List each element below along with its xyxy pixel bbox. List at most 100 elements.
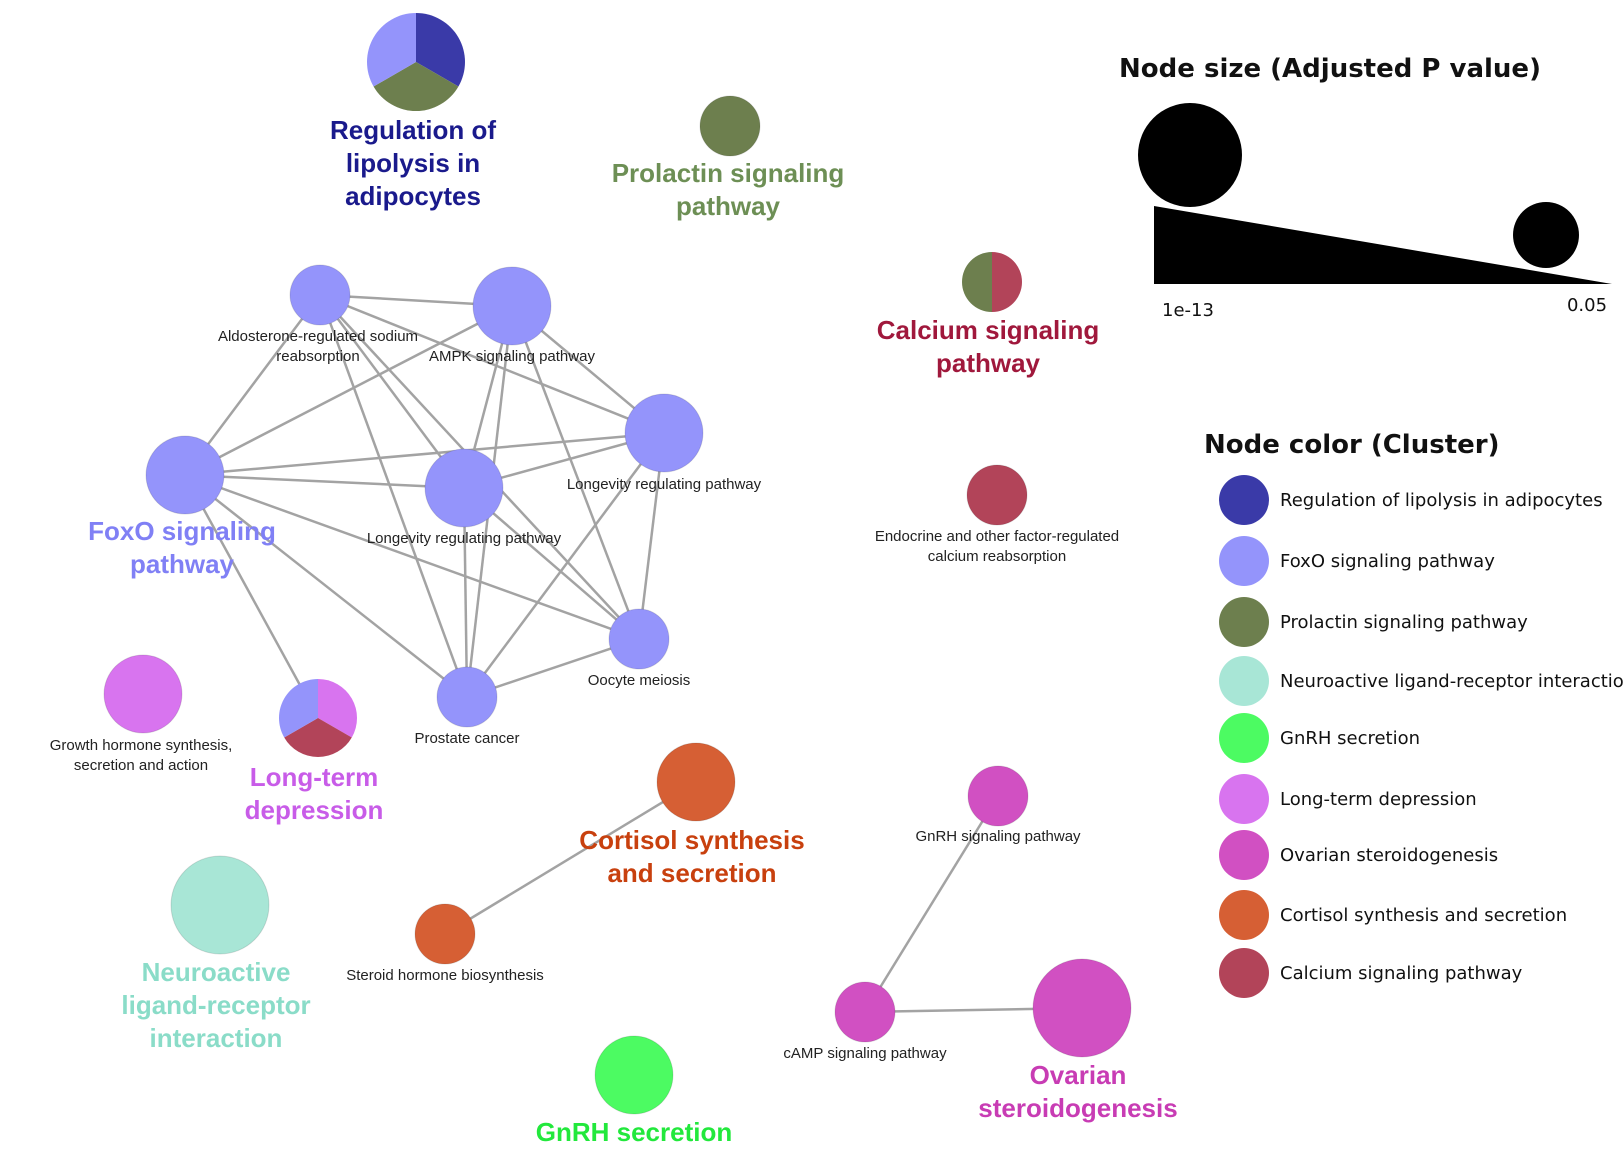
edge-ampk-foxo xyxy=(184,304,513,477)
size-legend-max-label: 0.05 xyxy=(1567,295,1607,316)
node-circle-aldosterone xyxy=(289,264,351,326)
legend-label-5: Long-term depression xyxy=(1280,789,1477,810)
node-circle-ovarian xyxy=(1032,958,1132,1058)
node-longevity_right[interactable] xyxy=(624,393,704,473)
node-slice-ltd-0 xyxy=(318,679,357,738)
node-slice-ltd-2 xyxy=(279,679,318,738)
node-ampk[interactable] xyxy=(472,266,552,346)
edge-aldosterone-longevity_right xyxy=(319,293,665,435)
size-legend: Node size (Adjusted P value) 1e-13 0.05 xyxy=(1119,54,1612,321)
node-label-longevity_center: Longevity regulating pathway xyxy=(367,530,562,547)
legend-swatch-7 xyxy=(1219,890,1269,940)
node-label-prostate: Prostate cancer xyxy=(414,730,519,747)
node-aldosterone[interactable] xyxy=(289,264,351,326)
legend-label-8: Calcium signaling pathway xyxy=(1280,963,1523,984)
legend-label-1: FoxO signaling pathway xyxy=(1280,551,1495,572)
legend-swatch-0 xyxy=(1219,475,1269,525)
node-circle-longevity_center xyxy=(424,448,504,528)
legend-swatch-5 xyxy=(1219,774,1269,824)
legend-item-7: Cortisol synthesis and secretion xyxy=(1219,890,1567,940)
node-reg_lipolysis[interactable] xyxy=(366,13,465,111)
node-endocrine[interactable] xyxy=(966,464,1028,526)
node-label-ampk: AMPK signaling pathway xyxy=(429,348,595,365)
nodes-layer xyxy=(103,13,1132,1115)
edge-longevity_right-foxo xyxy=(184,431,665,477)
legend-item-5: Long-term depression xyxy=(1219,774,1477,824)
node-prolactin[interactable] xyxy=(699,95,761,157)
node-neuroactive[interactable] xyxy=(170,855,270,955)
node-circle-growth xyxy=(103,654,183,734)
node-prostate[interactable] xyxy=(436,666,498,728)
node-longevity_center[interactable] xyxy=(424,448,504,528)
size-legend-min-label: 1e-13 xyxy=(1162,300,1214,321)
node-gnrh_pathway[interactable] xyxy=(967,765,1029,827)
color-legend-title: Node color (Cluster) xyxy=(1204,430,1499,460)
node-ltd[interactable] xyxy=(279,679,357,758)
legend-swatch-2 xyxy=(1219,597,1269,647)
edge-cortisol-steroid xyxy=(444,780,697,936)
edge-aldosterone-prostate xyxy=(318,294,469,698)
legend-swatch-1 xyxy=(1219,536,1269,586)
node-circle-prostate xyxy=(436,666,498,728)
legend-item-1: FoxO signaling pathway xyxy=(1219,536,1495,586)
size-legend-large-circle xyxy=(1138,103,1242,207)
legend-swatch-8 xyxy=(1219,948,1269,998)
node-slice-calcium-0 xyxy=(992,252,1022,312)
edge-foxo-prostate xyxy=(184,474,468,698)
node-slice-reg_lipolysis-1 xyxy=(373,62,459,111)
size-legend-wedge xyxy=(1154,206,1612,284)
legend-item-4: GnRH secretion xyxy=(1219,713,1420,763)
node-circle-neuroactive xyxy=(170,855,270,955)
node-ovarian[interactable] xyxy=(1032,958,1132,1058)
node-calcium[interactable] xyxy=(962,252,1022,312)
legend-item-3: Neuroactive ligand-receptor interaction xyxy=(1219,656,1623,706)
edge-foxo-oocyte xyxy=(184,473,640,641)
node-circle-foxo xyxy=(145,435,225,515)
legend-label-2: Prolactin signaling pathway xyxy=(1280,612,1528,633)
node-gnrh_secretion[interactable] xyxy=(594,1035,674,1115)
color-legend-items: Regulation of lipolysis in adipocytesFox… xyxy=(1219,475,1623,998)
legend-label-7: Cortisol synthesis and secretion xyxy=(1280,905,1567,926)
node-slice-ltd-1 xyxy=(284,718,352,758)
cluster-label-gnrh_secretion: GnRH secretion xyxy=(536,1117,733,1147)
size-legend-title: Node size (Adjusted P value) xyxy=(1119,54,1541,84)
node-label-gnrh_pathway: GnRH signaling pathway xyxy=(915,828,1081,845)
node-camp[interactable] xyxy=(834,981,896,1043)
legend-swatch-3 xyxy=(1219,656,1269,706)
node-circle-ampk xyxy=(472,266,552,346)
legend-item-8: Calcium signaling pathway xyxy=(1219,948,1523,998)
legend-swatch-6 xyxy=(1219,830,1269,880)
legend-item-2: Prolactin signaling pathway xyxy=(1219,597,1528,647)
node-label-oocyte: Oocyte meiosis xyxy=(588,672,691,689)
node-circle-steroid xyxy=(414,903,476,965)
legend-item-0: Regulation of lipolysis in adipocytes xyxy=(1219,475,1603,525)
edge-oocyte-prostate xyxy=(466,637,640,699)
node-circle-oocyte xyxy=(608,608,670,670)
legend-swatch-4 xyxy=(1219,713,1269,763)
node-steroid[interactable] xyxy=(414,903,476,965)
edge-longevity_right-prostate xyxy=(465,432,666,698)
node-cortisol[interactable] xyxy=(656,742,736,822)
node-label-longevity_right: Longevity regulating pathway xyxy=(567,476,762,493)
node-slice-calcium-1 xyxy=(962,252,992,312)
node-oocyte[interactable] xyxy=(608,608,670,670)
node-label-growth: Growth hormone synthesis,secretion and a… xyxy=(50,737,233,774)
node-circle-gnrh_secretion xyxy=(594,1035,674,1115)
node-growth[interactable] xyxy=(103,654,183,734)
node-slice-reg_lipolysis-2 xyxy=(366,13,416,87)
legend-label-4: GnRH secretion xyxy=(1280,728,1420,749)
legend-label-0: Regulation of lipolysis in adipocytes xyxy=(1280,490,1603,511)
legend-label-3: Neuroactive ligand-receptor interaction xyxy=(1280,671,1623,692)
edge-gnrh_pathway-camp xyxy=(863,795,1000,1013)
edge-foxo-ltd xyxy=(183,474,320,719)
node-foxo[interactable] xyxy=(145,435,225,515)
